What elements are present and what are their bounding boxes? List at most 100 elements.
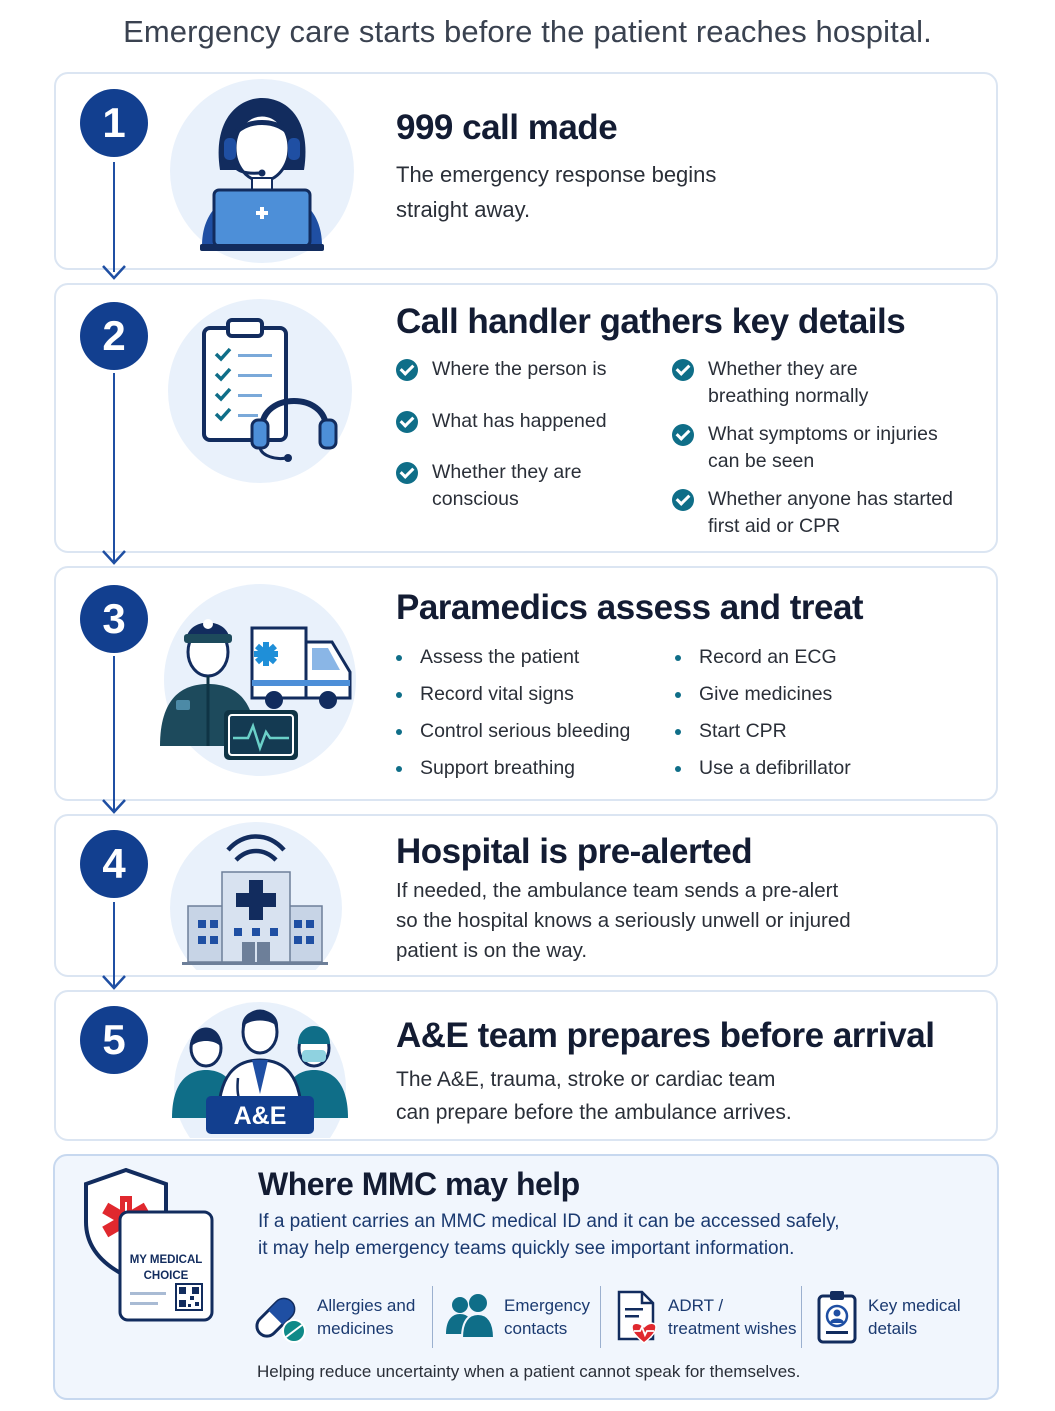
bullet-text: Control serious bleeding	[420, 720, 631, 742]
checklist-line: What symptoms or injuries	[708, 423, 938, 445]
bullet-item: Record vital signs	[396, 683, 574, 706]
text-line: The emergency response begins	[396, 162, 717, 187]
card-label-line: CHOICE	[144, 1270, 189, 1282]
bullet-text: Support breathing	[420, 757, 576, 779]
check-circle-icon	[396, 359, 418, 381]
step-5-title: A&E team prepares before arrival	[396, 1016, 935, 1055]
bullet-dot	[396, 654, 402, 661]
medical-id-card-icon: MY MEDICAL CHOICE	[84, 1168, 214, 1322]
bullet-dot	[675, 691, 681, 698]
checklist-line: breathing normally	[708, 385, 869, 407]
checklist-line: Whether anyone has started	[708, 488, 953, 510]
checklist-line: Where the person is	[432, 358, 607, 380]
id-badge-icon	[817, 1291, 857, 1344]
pills-icon	[255, 1297, 306, 1343]
checklist-line: can be seen	[708, 450, 815, 472]
mmc-footer: Helping reduce uncertainty when a patien…	[257, 1362, 801, 1381]
text-line: patient is on the way.	[396, 939, 588, 962]
checklist-item: Whether they are conscious	[396, 459, 582, 513]
checklist-item: Whether they are breathing normally	[672, 356, 868, 410]
text-line: straight away.	[396, 197, 531, 222]
bullet-text: Record an ECG	[699, 646, 837, 668]
checklist-item: Whether anyone has started first aid or …	[672, 486, 953, 540]
text-line: The A&E, trauma, stroke or cardiac team	[396, 1068, 776, 1091]
bullet-dot	[675, 654, 681, 661]
checklist-item: Where the person is	[396, 356, 607, 383]
timeline-connector	[113, 162, 115, 272]
clipboard-headset-icon	[168, 299, 352, 483]
feature-label-line: ADRT /	[668, 1296, 724, 1315]
step-2-number: 2	[80, 302, 148, 370]
bullet-text: Give medicines	[699, 683, 833, 705]
bullet-item: Give medicines	[675, 683, 832, 706]
bullet-dot	[396, 765, 402, 772]
feature-emergency-contacts: Emergency contacts	[444, 1286, 590, 1348]
step-1-number: 1	[80, 89, 148, 157]
checklist-line: Whether they are	[432, 461, 582, 483]
step-4-number: 4	[80, 830, 148, 898]
text-line: so the hospital knows a seriously unwell…	[396, 909, 851, 932]
checklist-line: What has happened	[432, 410, 607, 432]
step-3-title: Paramedics assess and treat	[396, 588, 864, 627]
check-circle-icon	[672, 359, 694, 381]
bullet-text: Start CPR	[699, 720, 787, 742]
bullet-item: Start CPR	[675, 720, 787, 743]
step-4-title: Hospital is pre-alerted	[396, 832, 753, 871]
ae-badge-label: A&E	[234, 1102, 287, 1130]
feature-label-line: Emergency	[504, 1296, 590, 1315]
paramedic-ambulance-monitor-icon	[160, 584, 356, 776]
feature-allergies: Allergies and medicines	[252, 1286, 415, 1348]
feature-divider	[801, 1286, 802, 1348]
bullet-dot	[396, 728, 402, 735]
feature-divider	[432, 1286, 433, 1348]
text-line: can prepare before the ambulance arrives…	[396, 1101, 792, 1124]
checklist-item: What symptoms or injuries can be seen	[672, 421, 938, 475]
text-line: it may help emergency teams quickly see …	[258, 1238, 795, 1259]
bullet-dot	[396, 691, 402, 698]
feature-divider	[600, 1286, 601, 1348]
checklist-line: Whether they are	[708, 358, 858, 380]
bullet-dot	[675, 728, 681, 735]
bullet-text: Assess the patient	[420, 646, 580, 668]
checklist-item: What has happened	[396, 408, 607, 435]
step-2-title: Call handler gathers key details	[396, 302, 906, 341]
arrow-down-icon	[102, 265, 126, 280]
arrow-down-icon	[102, 975, 126, 990]
check-circle-icon	[672, 424, 694, 446]
checklist-line: first aid or CPR	[708, 515, 841, 537]
hospital-signal-icon	[170, 822, 342, 970]
feature-label-line: details	[868, 1319, 918, 1338]
step-1-description: The emergency response begins straight a…	[396, 157, 716, 227]
feature-label-line: Allergies and	[317, 1296, 416, 1315]
feature-adrt: ADRT / treatment wishes	[616, 1286, 797, 1348]
text-line: If needed, the ambulance team sends a pr…	[396, 879, 839, 902]
feature-label-line: contacts	[504, 1319, 568, 1338]
bullet-item: Record an ECG	[675, 646, 837, 669]
step-5-number: 5	[80, 1006, 148, 1074]
bullet-item: Control serious bleeding	[396, 720, 630, 743]
card-label-line: MY MEDICAL	[130, 1254, 203, 1266]
checklist-line: conscious	[432, 488, 519, 510]
check-circle-icon	[396, 462, 418, 484]
people-icon	[446, 1294, 496, 1339]
mmc-description: If a patient carries an MMC medical ID a…	[258, 1208, 840, 1262]
bullet-text: Use a defibrillator	[699, 757, 851, 779]
timeline-connector	[113, 902, 115, 987]
bullet-item: Support breathing	[396, 757, 575, 780]
page-title: Emergency care starts before the patient…	[123, 14, 932, 49]
step-5-description: The A&E, trauma, stroke or cardiac team …	[396, 1063, 792, 1129]
ae-team-icon: A&E	[172, 1002, 348, 1138]
document-heart-icon	[617, 1290, 657, 1344]
step-3-number: 3	[80, 585, 148, 653]
check-circle-icon	[672, 489, 694, 511]
feature-key-medical-details: Key medical details	[816, 1286, 961, 1348]
check-circle-icon	[396, 411, 418, 433]
arrow-down-icon	[102, 799, 126, 814]
bullet-item: Use a defibrillator	[675, 757, 851, 780]
feature-label-line: medicines	[317, 1319, 394, 1338]
bullet-dot	[675, 765, 681, 772]
timeline-connector	[113, 373, 115, 563]
bullet-text: Record vital signs	[420, 683, 574, 705]
timeline-connector	[113, 656, 115, 811]
step-4-description: If needed, the ambulance team sends a pr…	[396, 876, 851, 966]
